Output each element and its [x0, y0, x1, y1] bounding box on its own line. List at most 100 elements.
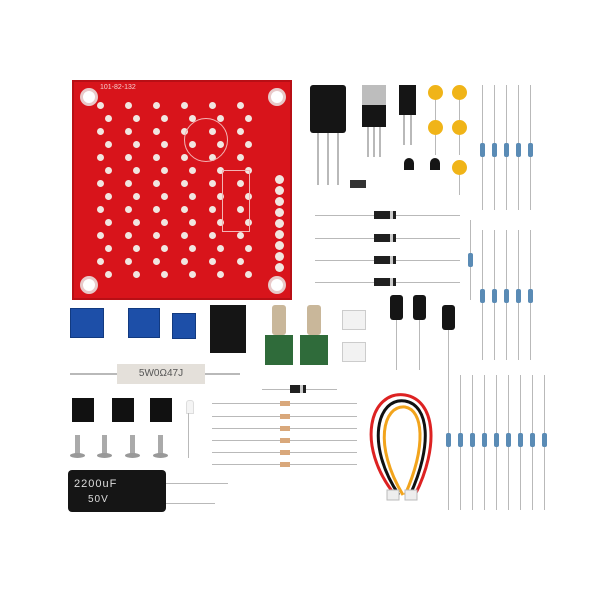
- solder-pad: [125, 258, 132, 265]
- terminal-pad: [275, 252, 284, 261]
- solder-pad: [189, 193, 196, 200]
- potentiometer-shaft: [272, 305, 286, 335]
- signal-diode: [280, 462, 290, 467]
- solder-pad: [133, 271, 140, 278]
- screw: [70, 435, 85, 458]
- mounting-hole: [80, 276, 98, 294]
- solder-pad: [105, 141, 112, 148]
- solder-pad: [153, 206, 160, 213]
- solder-pad: [217, 219, 224, 226]
- solder-pad: [133, 141, 140, 148]
- solder-pad: [161, 271, 168, 278]
- solder-pad: [105, 219, 112, 226]
- solder-pad: [97, 258, 104, 265]
- resistor: [528, 143, 533, 157]
- solder-pad: [125, 180, 132, 187]
- solder-pad: [181, 102, 188, 109]
- connector-3pin: [342, 342, 366, 362]
- screw: [97, 435, 112, 458]
- solder-pad: [153, 258, 160, 265]
- solder-pad: [161, 167, 168, 174]
- solder-pad: [217, 271, 224, 278]
- potentiometer-body: [300, 335, 328, 365]
- solder-pad: [125, 128, 132, 135]
- terminal-pad: [275, 241, 284, 250]
- ceramic-capacitor: [428, 85, 443, 100]
- capacitor-lead: [459, 175, 460, 195]
- terminal-pad: [275, 197, 284, 206]
- solder-pad: [189, 271, 196, 278]
- solder-pad: [237, 180, 244, 187]
- resistor: [518, 433, 523, 447]
- solder-pad: [181, 232, 188, 239]
- solder-pad: [245, 141, 252, 148]
- resistor: [516, 289, 521, 303]
- electrolytic-capacitor-2200uf: 2200uF 50V: [68, 470, 166, 512]
- trimmer-pot: [70, 308, 104, 338]
- potentiometer-shaft: [307, 305, 321, 335]
- terminal-pad: [275, 208, 284, 217]
- solder-pad: [189, 245, 196, 252]
- solder-pad: [209, 102, 216, 109]
- solder-pad: [217, 115, 224, 122]
- trimmer-pot: [172, 313, 196, 339]
- capacitor-lead: [459, 100, 460, 120]
- solder-pad: [209, 232, 216, 239]
- solder-pad: [181, 258, 188, 265]
- terminal-pad: [275, 219, 284, 228]
- capacitor-lead: [459, 135, 460, 155]
- solder-pad: [245, 115, 252, 122]
- trimmer-pot: [128, 308, 160, 338]
- capacitor-lead: [448, 330, 449, 380]
- ceramic-capacitor: [452, 85, 467, 100]
- heatsink: [210, 305, 246, 353]
- small-transistor: [404, 158, 414, 170]
- capacitor-lead: [419, 320, 420, 370]
- solder-pad: [209, 258, 216, 265]
- dip8-ic: [72, 398, 94, 422]
- solder-pad: [97, 232, 104, 239]
- solder-pad: [209, 180, 216, 187]
- solder-pad: [97, 180, 104, 187]
- resistor: [542, 433, 547, 447]
- solder-pad: [237, 206, 244, 213]
- solder-pad: [237, 102, 244, 109]
- resistor: [504, 289, 509, 303]
- mounting-hole: [80, 88, 98, 106]
- diode: [290, 385, 306, 393]
- terminal-pad: [275, 230, 284, 239]
- mounting-hole: [268, 88, 286, 106]
- solder-pad: [237, 232, 244, 239]
- solder-pad: [125, 206, 132, 213]
- ceramic-capacitor: [452, 120, 467, 135]
- solder-pad: [181, 180, 188, 187]
- wire-harness: [369, 393, 433, 501]
- signal-diode: [280, 426, 290, 431]
- dip8-ic: [112, 398, 134, 422]
- solder-pad: [217, 167, 224, 174]
- screw: [153, 435, 168, 458]
- solder-pad: [105, 167, 112, 174]
- capacitor-outline: [184, 118, 228, 162]
- solder-pad: [153, 154, 160, 161]
- resistor-outline: [222, 170, 250, 232]
- solder-pad: [161, 219, 168, 226]
- signal-diode: [280, 401, 290, 406]
- resistor: [446, 433, 451, 447]
- solder-pad: [153, 232, 160, 239]
- small-electrolytic-capacitor: [413, 295, 426, 320]
- solder-pad: [161, 245, 168, 252]
- rectifier-diode: [374, 278, 396, 286]
- solder-pad: [125, 102, 132, 109]
- solder-pad: [161, 115, 168, 122]
- solder-pad: [153, 180, 160, 187]
- solder-pad: [209, 206, 216, 213]
- solder-pad: [133, 167, 140, 174]
- solder-pad: [153, 102, 160, 109]
- solder-pad: [105, 115, 112, 122]
- solder-pad: [217, 245, 224, 252]
- solder-pad: [245, 271, 252, 278]
- solder-pad: [189, 115, 196, 122]
- resistor: [468, 253, 473, 267]
